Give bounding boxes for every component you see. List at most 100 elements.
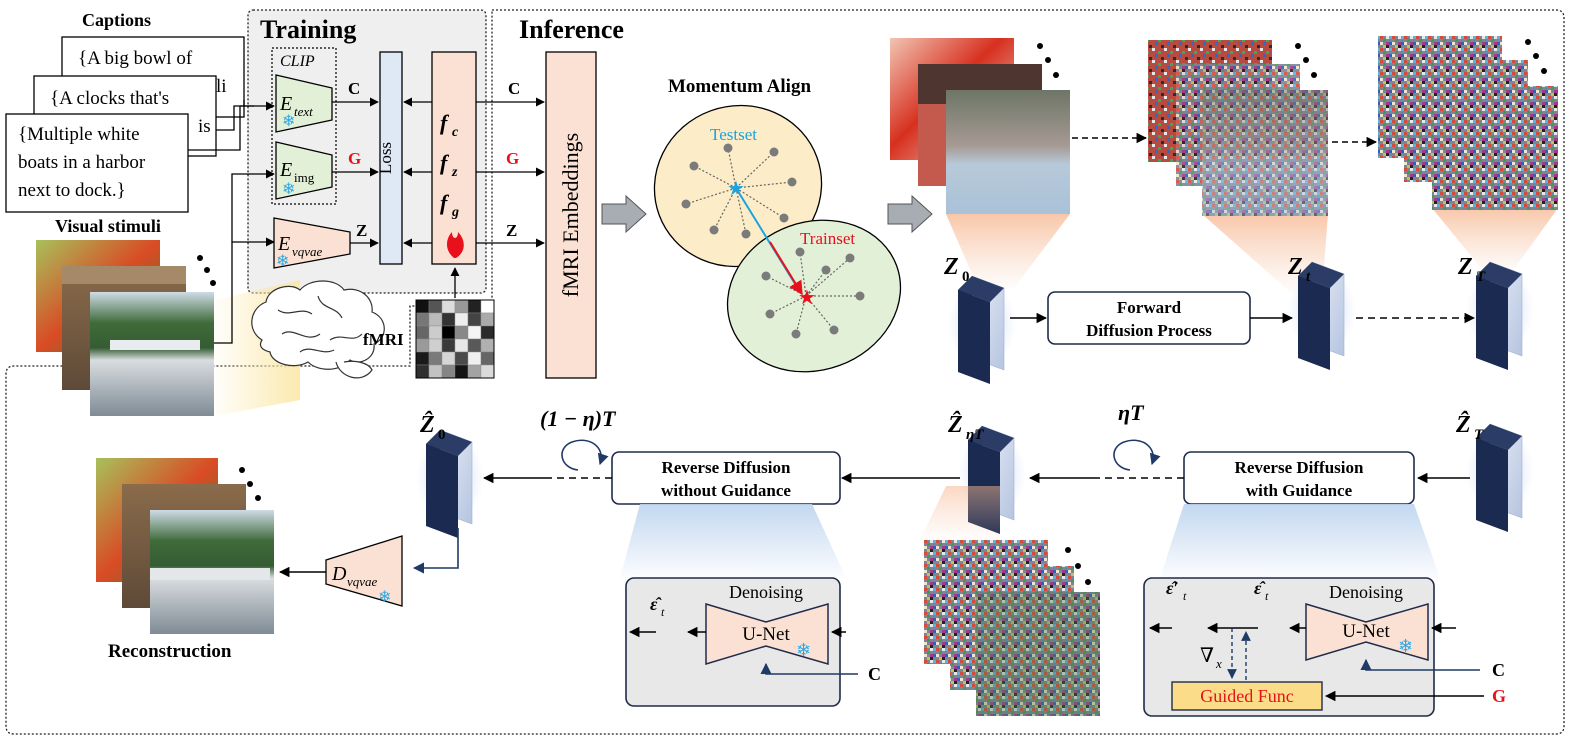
cluster-point bbox=[791, 329, 801, 339]
cluster-point bbox=[709, 225, 719, 235]
fmri-cell bbox=[415, 351, 430, 366]
guided-denoising-label: Denoising bbox=[1329, 582, 1403, 602]
stimulus-image-stack bbox=[36, 240, 216, 416]
brain-icon bbox=[251, 280, 385, 379]
fmri-cell bbox=[441, 312, 456, 327]
svg-text:ηT: ηT bbox=[966, 427, 984, 443]
unguided-beam bbox=[620, 504, 846, 578]
feature-fg: f bbox=[440, 190, 450, 215]
stimuli-to-vqvae-arrow bbox=[214, 237, 275, 344]
fmri-cell bbox=[441, 338, 456, 353]
svg-text:{Multiple white: {Multiple white bbox=[18, 124, 140, 145]
reconstruction-image-stack bbox=[96, 458, 274, 634]
hat-z0-latent-slab bbox=[416, 429, 484, 538]
c-signal-label: C bbox=[348, 79, 360, 98]
guided-unet-shape bbox=[1305, 602, 1429, 662]
reconstruction-label: Reconstruction bbox=[108, 641, 232, 662]
svg-text:with Guidance: with Guidance bbox=[1246, 481, 1353, 500]
fmri-cell bbox=[428, 299, 443, 314]
svg-text:0: 0 bbox=[438, 427, 446, 443]
z0-label: Z bbox=[943, 254, 959, 280]
fmri-feature-bar bbox=[431, 51, 477, 265]
svg-text:U-Net: U-Net bbox=[1342, 621, 1390, 642]
image-encoder: E img ❄ bbox=[275, 141, 333, 200]
svg-text:z: z bbox=[451, 165, 458, 180]
zT-latent-slab bbox=[1466, 261, 1534, 370]
cluster-link bbox=[805, 269, 827, 297]
svg-text:t: t bbox=[1183, 589, 1187, 603]
svg-text:x: x bbox=[1215, 656, 1222, 671]
fmri-cell bbox=[454, 299, 469, 314]
eta-t-label: ηT bbox=[1118, 400, 1145, 425]
svg-text:vqvae: vqvae bbox=[347, 574, 378, 589]
zt-beam bbox=[1202, 214, 1328, 292]
cluster-point bbox=[769, 147, 779, 157]
hat-zeta-label: Ẑ bbox=[947, 411, 963, 438]
zt-sub: t bbox=[1306, 269, 1311, 285]
cluster-link bbox=[765, 275, 807, 297]
zeta-beam bbox=[920, 486, 1000, 540]
cluster-point bbox=[681, 199, 691, 209]
z0-sub: 0 bbox=[962, 269, 970, 285]
fmri-label: fMRI bbox=[363, 330, 404, 349]
svg-text:Reverse Diffusion: Reverse Diffusion bbox=[662, 458, 791, 477]
svg-text:Reverse Diffusion: Reverse Diffusion bbox=[1235, 458, 1364, 477]
fmri-grid-border bbox=[415, 299, 495, 379]
clean-image-stack bbox=[890, 38, 1070, 214]
trainset-center-star-icon: ★ bbox=[798, 287, 816, 309]
fmri-cell bbox=[428, 312, 443, 327]
c-embed-label: C bbox=[508, 79, 520, 98]
fmri-cell bbox=[480, 338, 495, 353]
svg-text:E: E bbox=[277, 233, 290, 255]
unguided-unet-shape bbox=[705, 602, 829, 666]
z0-latent-slab bbox=[948, 275, 1016, 384]
fmri-cell bbox=[467, 351, 482, 366]
cluster-point bbox=[779, 213, 789, 223]
cluster-point bbox=[855, 291, 865, 301]
fmri-cell bbox=[415, 325, 430, 340]
fmri-cell bbox=[454, 338, 469, 353]
fmri-embeddings-label: fMRI Embeddings bbox=[558, 133, 583, 297]
partial-noise-image-stack bbox=[1148, 40, 1328, 216]
frozen-snowflake-icon: ❄ bbox=[282, 113, 295, 130]
fmri-cell bbox=[441, 351, 456, 366]
cluster-point bbox=[821, 265, 831, 275]
testset-label: Testset bbox=[710, 125, 757, 144]
svg-text:without Guidance: without Guidance bbox=[661, 481, 791, 500]
training-panel bbox=[247, 9, 487, 294]
z0-to-decoder-arrow bbox=[412, 528, 459, 574]
fmri-embeddings-bar bbox=[545, 51, 597, 379]
clip-box bbox=[271, 47, 337, 205]
svg-text:g: g bbox=[451, 205, 459, 220]
svg-text:E: E bbox=[279, 93, 292, 115]
svg-text:t: t bbox=[1265, 589, 1269, 603]
embed-to-align-arrow bbox=[601, 194, 647, 234]
svg-text:vqvae: vqvae bbox=[292, 244, 323, 259]
cluster-link bbox=[727, 147, 737, 189]
cluster-point bbox=[787, 177, 797, 187]
fmri-cell bbox=[441, 325, 456, 340]
cluster-point bbox=[829, 325, 839, 335]
cluster-point bbox=[845, 253, 855, 263]
fmri-cell bbox=[415, 338, 430, 353]
unguided-c-input: C bbox=[868, 664, 881, 684]
fmri-cell bbox=[454, 325, 469, 340]
svg-text:{A big bowl of: {A big bowl of bbox=[78, 48, 193, 69]
svg-text:text: text bbox=[294, 104, 313, 119]
fmri-matrix bbox=[415, 299, 495, 379]
svg-text:T: T bbox=[1474, 427, 1484, 443]
stimuli-to-img-encoder-arrow bbox=[231, 169, 275, 242]
trainset-label: Trainset bbox=[800, 229, 855, 248]
cluster-link bbox=[795, 295, 807, 335]
guided-func-label: Guided Func bbox=[1200, 686, 1294, 706]
unguided-denoising-label: Denoising bbox=[729, 582, 803, 602]
frozen-snowflake-icon: ❄ bbox=[282, 181, 295, 198]
svg-text:Diffusion Process: Diffusion Process bbox=[1086, 321, 1212, 340]
fmri-cell bbox=[454, 351, 469, 366]
trainset-cluster bbox=[761, 247, 865, 339]
svg-text:Forward: Forward bbox=[1117, 298, 1182, 317]
fmri-cell bbox=[454, 312, 469, 327]
feature-fz: f bbox=[440, 150, 450, 175]
